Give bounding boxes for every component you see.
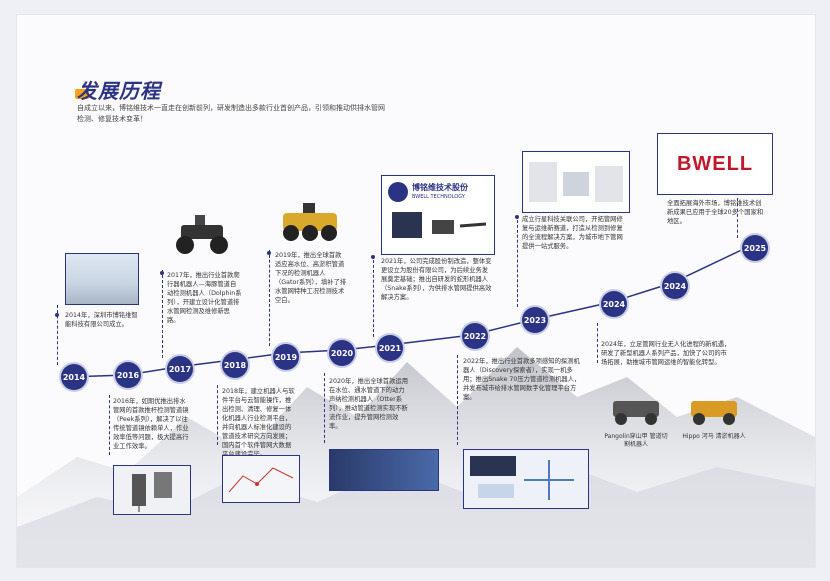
caption-hippo: Hippo 河马 清淤机器人 [682,433,746,440]
photo-otter-2020 [329,449,439,491]
connector-2022 [457,355,458,445]
event-2018: 2018年，建立机器人与软件平台与云智能操作，推出检测、清理、修复一体化机器人行… [222,388,295,458]
snake-robot-icon [392,212,487,238]
connector-2020 [324,373,325,443]
photo-robot-hippo [685,387,747,431]
connector-2014 [57,305,58,365]
photo-robot-pangolin [607,387,669,431]
year-2022: 2022 [462,323,488,349]
title-accent [75,89,89,99]
dolphin-robot-icon [176,215,228,254]
platform-map-icon [228,467,294,493]
peek-device-icon [132,472,172,512]
event-2025: 全面拓展海外市场，博铭维技术创新成果已应用于全球20多个国家和地区。 [667,200,764,225]
event-2014: 2014年，深圳市博铭维智能科技有限公司成立。 [65,312,138,328]
year-2024-marker: 2024 [662,273,688,299]
connector-2025 [737,198,738,238]
year-2018: 2018 [222,352,248,378]
year-2023: 2023 [522,307,548,333]
dot-2023 [515,215,519,219]
year-2016: 2016 [115,362,141,388]
company-name-en: BWELL TECHNOLOGY [412,194,465,200]
dot-2021 [371,255,375,259]
connector-2018 [217,385,218,445]
pipe-network-diagram-icon [470,456,574,500]
photo-bwell-logo: BWELL [657,133,773,195]
photo-dolphin-2017 [167,209,237,261]
event-2020: 2020年，推出全球首款运用在水位、通水管道下的动力声纳检测机器人（Otter系… [329,378,408,430]
event-2019: 2019年，推出全球首款适应高水位、高淤积管道下况的检测机器人（Gator系列）… [275,252,347,304]
event-2023: 成立行星科技关联公司，开拓管网修复与运维新赛道，打造从检测到修复的全流程解决方案… [522,216,623,250]
year-2024: 2024 [601,291,627,317]
hippo-robot-icon [691,401,737,425]
year-2025: 2025 [742,235,768,261]
year-2019: 2019 [273,344,299,370]
photo-gator-2019 [275,195,345,245]
dot-2017 [160,271,164,275]
photo-peek-2016 [113,465,191,515]
dot-2019 [267,251,271,255]
photo-platform-2018 [222,455,300,503]
photo-equipment-2023 [522,151,630,213]
year-2020: 2020 [329,340,355,366]
timeline-page: 发展历程 自成立以来，博铭维技术一直走在创新前列，研发制造出多款行业首创产品，引… [16,14,816,568]
dot-2014 [55,313,59,317]
connector-2016 [109,395,110,455]
bwell-logo: BWELL [676,152,754,175]
connector-2019 [269,250,270,346]
company-logo-icon [388,182,408,202]
year-2017: 2017 [167,356,193,382]
event-2016: 2016年，如期优推出排水管网的首款推杆检测管道镜（Peek系列），解决了以往传… [113,398,189,450]
photo-discovery-2022 [463,449,589,509]
year-2021: 2021 [377,335,403,361]
connector-2021 [373,255,374,337]
equipment-set-icon [529,162,623,202]
event-2022: 2022年，推出行业首款多项感知的探测机器人（Discovery探索者），实现一… [463,358,581,401]
year-2014: 2014 [61,364,87,390]
section-title: 发展历程 [77,79,161,103]
company-name-cn: 博铭维技术股份 [412,183,468,192]
photo-company-2021: 博铭维技术股份 BWELL TECHNOLOGY [381,175,495,255]
event-2017: 2017年，推出行业首款爬行器机器人—海豚管道自动检测机器人（Dolphin系列… [167,272,242,324]
connector-2024 [597,323,598,363]
connector-2023 [517,215,518,307]
photo-office-2014 [65,253,139,305]
gator-robot-icon [283,203,337,241]
event-2021: 2021年，公司完成股份制改造，整体变更设立为股份有限公司，为后续业务发展奠定基… [381,258,492,301]
section-intro: 自成立以来，博铭维技术一直走在创新前列，研发制造出多款行业首创产品，引领和推动供… [77,104,385,123]
connector-2017 [162,270,163,358]
caption-pangolin: Pangolin穿山甲 管道切割机器人 [604,433,668,448]
pangolin-robot-icon [613,401,659,425]
event-2024: 2024年，立足管网行业无人化进程的新机遇，研发了新型机器人系列产品，加快了公司… [601,341,731,366]
